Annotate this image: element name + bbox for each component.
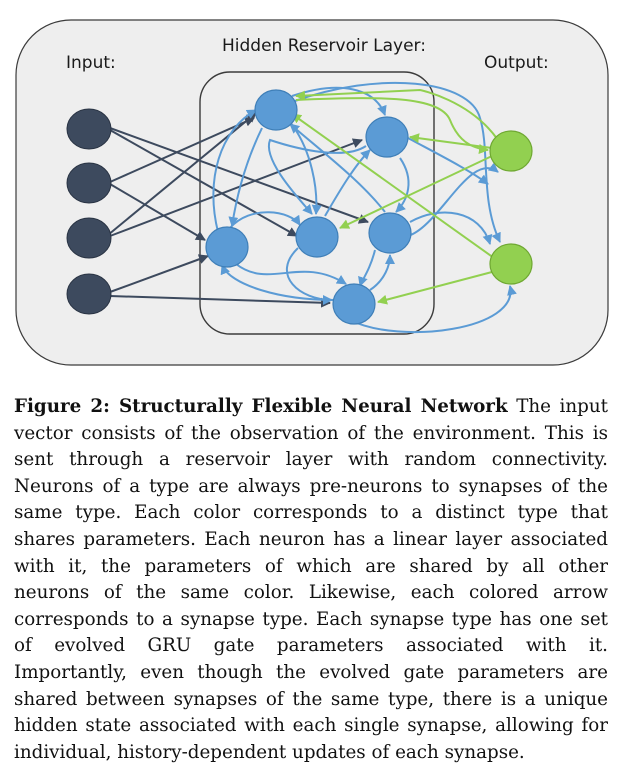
edge-h4-h6 bbox=[285, 247, 333, 305]
hidden-node-4 bbox=[295, 216, 339, 258]
output-nodes bbox=[489, 130, 533, 285]
edge-h4-h2 bbox=[324, 149, 371, 217]
figure-caption: Figure 2: Structurally Flexible Neural N… bbox=[14, 394, 608, 766]
edge-h1-o2 bbox=[291, 81, 501, 243]
input-label: Input: bbox=[66, 53, 116, 73]
edge-h3-h1 bbox=[212, 109, 257, 233]
edge-i1-h4 bbox=[109, 129, 298, 237]
edge-i1-h5 bbox=[109, 127, 369, 224]
edge-i4-h3 bbox=[109, 254, 209, 293]
edge-h2-h4 bbox=[267, 138, 367, 215]
hidden-nodes bbox=[205, 89, 412, 325]
output-label: Output: bbox=[484, 53, 549, 73]
edge-h1-h2 bbox=[291, 86, 387, 116]
edge-h5-o2b bbox=[407, 162, 499, 237]
edge-i4-h6 bbox=[109, 295, 331, 308]
output-edges bbox=[291, 88, 499, 305]
edge-i3-h2 bbox=[109, 138, 363, 237]
edge-h6-h5 bbox=[369, 254, 395, 291]
input-node-3 bbox=[66, 217, 112, 259]
reservoir-box bbox=[199, 71, 435, 335]
reservoir-edges bbox=[212, 86, 410, 305]
edge-h6-h3 bbox=[220, 264, 335, 301]
caption-title: Figure 2: Structurally Flexible Neural N… bbox=[14, 396, 508, 417]
hidden-node-3 bbox=[205, 226, 249, 268]
edge-o1-h2 bbox=[409, 133, 493, 149]
input-node-4 bbox=[66, 273, 112, 315]
hidden-node-6 bbox=[332, 283, 376, 325]
edge-i2-h1 bbox=[109, 117, 255, 183]
edge-h3-h4 bbox=[229, 211, 301, 229]
hidden-node-1 bbox=[254, 89, 298, 131]
edge-i2-h3 bbox=[109, 183, 206, 241]
edge-h5-h1 bbox=[289, 123, 386, 213]
edge-o2-h1 bbox=[291, 113, 495, 259]
edge-h2-h5 bbox=[395, 157, 410, 213]
edge-o1-h4 bbox=[339, 155, 493, 229]
edge-h3-h6 bbox=[235, 263, 347, 285]
edge-o2-h6 bbox=[377, 271, 493, 305]
input-edges bbox=[107, 112, 369, 308]
input-node-1 bbox=[66, 108, 112, 150]
edge-h6-out bbox=[349, 285, 517, 334]
hidden-layer-label: Hidden Reservoir Layer: bbox=[222, 36, 426, 56]
edge-h1-h3b bbox=[228, 127, 263, 227]
edge-h1-o1 bbox=[295, 97, 489, 154]
caption-body: The input vector consists of the observa… bbox=[14, 396, 608, 763]
network-diagram: Input: Hidden Reservoir Layer: Output: bbox=[15, 19, 609, 366]
input-nodes bbox=[66, 108, 112, 315]
hidden-node-2 bbox=[365, 116, 409, 158]
input-node-2 bbox=[66, 162, 112, 204]
output-node-1 bbox=[489, 130, 533, 172]
hidden-node-5 bbox=[368, 212, 412, 254]
edge-h5-o2c bbox=[409, 211, 493, 245]
edge-o1-h1 bbox=[295, 88, 499, 141]
output-node-2 bbox=[489, 243, 533, 285]
